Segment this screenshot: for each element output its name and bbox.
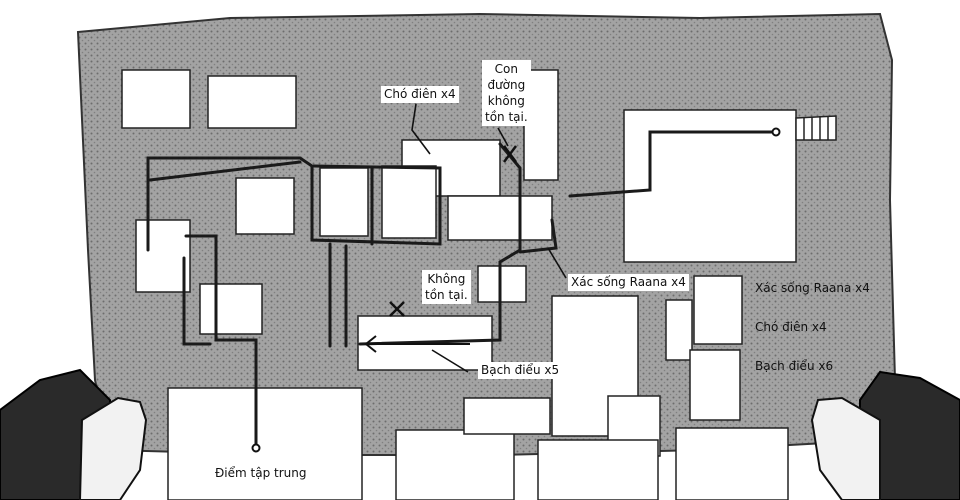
x-marks — [389, 145, 517, 317]
map-rooms — [121, 69, 797, 500]
label-meeting-point: Điểm tập trung — [212, 465, 310, 482]
label-mad-dog-x4-top: Chó điên x4 — [381, 86, 459, 103]
left-hand — [0, 368, 148, 500]
annotation-pointers — [411, 103, 567, 373]
label-road-not-exist-line-2: đường — [487, 78, 526, 92]
label-white-crane-x5: Bạch điểu x5 — [478, 362, 563, 379]
legend-mad-dog-x4: Chó điên x4 — [755, 320, 827, 334]
legend-white-crane-x6: Bạch điểu x6 — [755, 359, 834, 373]
label-not-exist-line-2: tồn tại. — [425, 288, 468, 302]
route-markers — [251, 127, 781, 453]
arrow-icon — [364, 335, 470, 353]
right-hand — [810, 370, 960, 500]
legend-zombie-raana-x4: Xác sống Raana x4 — [755, 281, 870, 295]
stairs — [795, 115, 837, 141]
map-routes — [146, 130, 778, 448]
label-zombie-raana-x4-center: Xác sống Raana x4 — [568, 274, 689, 291]
label-not-exist: Không tồn tại. — [422, 270, 471, 304]
label-road-not-exist-line-4: tồn tại. — [485, 110, 528, 124]
label-road-not-exist-line-3: không — [487, 94, 525, 108]
label-road-not-exist-line-1: Con — [494, 62, 518, 76]
label-road-not-exist: Con đường không tồn tại. — [482, 60, 531, 126]
label-not-exist-line-1: Không — [427, 272, 466, 286]
